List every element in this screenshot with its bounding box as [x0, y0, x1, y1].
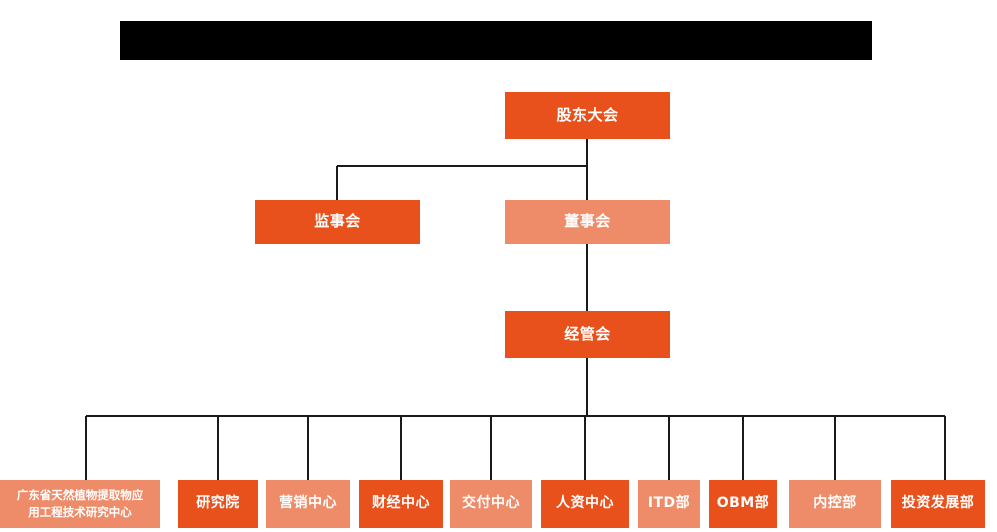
node-department-internal-control[interactable]: 内控部 — [789, 480, 881, 528]
node-management-committee[interactable]: 经管会 — [505, 311, 670, 358]
node-department-marketing-center[interactable]: 营销中心 — [266, 480, 350, 528]
node-department-investment-development[interactable]: 投资发展部 — [891, 480, 985, 528]
node-department-delivery-center[interactable]: 交付中心 — [450, 480, 532, 528]
node-department-finance-center[interactable]: 财经中心 — [359, 480, 443, 528]
node-department-itd[interactable]: ITD部 — [638, 480, 700, 528]
node-board-of-directors[interactable]: 董事会 — [505, 200, 670, 244]
redacted-title-banner — [120, 21, 872, 60]
node-department-research-center[interactable]: 广东省天然植物提取物应 用工程技术研究中心 — [0, 480, 160, 528]
node-department-obm[interactable]: OBM部 — [709, 480, 777, 528]
node-department-hr-center[interactable]: 人资中心 — [541, 480, 629, 528]
node-shareholders-meeting[interactable]: 股东大会 — [505, 92, 670, 139]
node-department-institute[interactable]: 研究院 — [178, 480, 258, 528]
node-board-of-supervisors[interactable]: 监事会 — [255, 200, 420, 244]
